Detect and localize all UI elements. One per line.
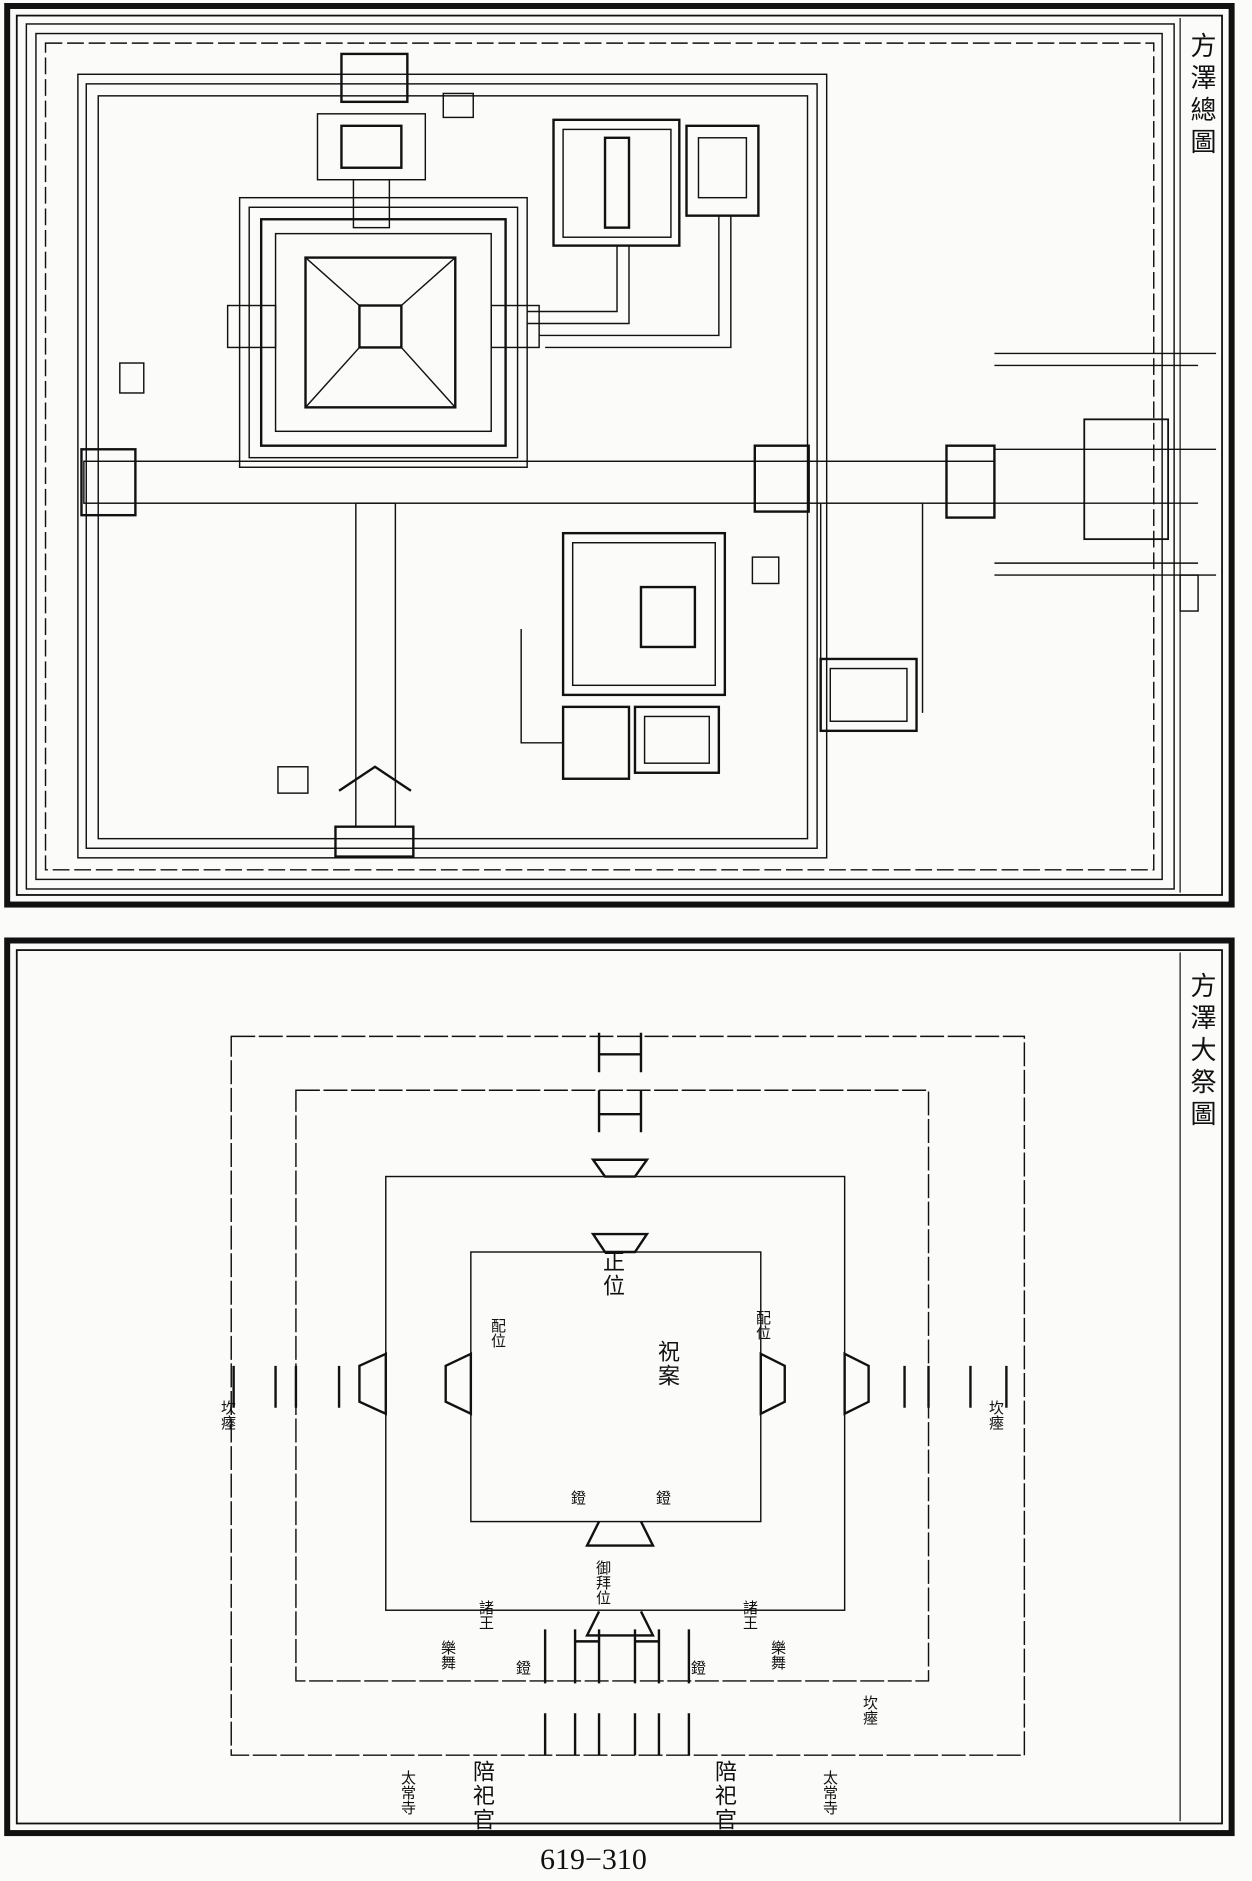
label-lamp: 鐙 bbox=[654, 1490, 672, 1505]
square-altar bbox=[226, 196, 540, 468]
outer-wall bbox=[230, 1035, 1026, 1756]
north-gate-pavilions bbox=[316, 52, 427, 229]
bottom-frame-border bbox=[4, 937, 1235, 1837]
top-frame-inner-border bbox=[15, 14, 1223, 896]
main-paths bbox=[80, 444, 996, 858]
label-attending-officials-right: 陪祀官 bbox=[711, 1760, 736, 1832]
label-music-dance-left: 樂舞 bbox=[439, 1640, 457, 1670]
label-lamp: 鐙 bbox=[569, 1490, 587, 1505]
label-lamp: 鐙 bbox=[514, 1660, 532, 1675]
label-associated-position-right: 配位 bbox=[754, 1310, 772, 1340]
label-princes-right: 諸王 bbox=[741, 1600, 759, 1630]
label-ministry-of-rites-left: 太常寺 bbox=[399, 1770, 417, 1815]
label-burial-pit-bottom: 坎瘞 bbox=[861, 1695, 879, 1725]
label-princes-left: 諸王 bbox=[477, 1600, 495, 1630]
small-pavilions bbox=[119, 92, 780, 794]
top-frame-border bbox=[4, 2, 1235, 908]
label-burial-pit-left: 坎瘞 bbox=[219, 1400, 237, 1430]
label-music-dance-right: 樂舞 bbox=[769, 1640, 787, 1670]
label-burial-pit-right: 坎瘞 bbox=[987, 1400, 1005, 1430]
label-main-position: 正位 bbox=[599, 1250, 624, 1298]
page-number: 619−310 bbox=[540, 1843, 647, 1876]
bottom-diagram-title: 方澤大祭圖 bbox=[1186, 972, 1216, 1132]
outer-walls bbox=[25, 23, 1175, 890]
label-lamp: 鐙 bbox=[689, 1660, 707, 1675]
label-imperial-position: 御拜位 bbox=[594, 1560, 612, 1605]
east-outer-compound bbox=[994, 352, 1217, 612]
southeast-compound bbox=[520, 503, 924, 780]
top-diagram-title: 方澤總圖 bbox=[1186, 32, 1216, 160]
label-attending-officials-left: 陪祀官 bbox=[469, 1760, 494, 1832]
gates bbox=[232, 1032, 1008, 1756]
bottom-frame-inner-border bbox=[15, 949, 1223, 1825]
bottom-diagram bbox=[4, 937, 1235, 1837]
northeast-compound bbox=[527, 118, 760, 349]
label-associated-position-left: 配位 bbox=[489, 1318, 507, 1348]
top-diagram bbox=[4, 2, 1235, 908]
label-ministry-of-rites-right: 太常寺 bbox=[821, 1770, 839, 1815]
label-prayer-table: 祝案 bbox=[654, 1340, 679, 1388]
middle-wall bbox=[295, 1089, 930, 1682]
